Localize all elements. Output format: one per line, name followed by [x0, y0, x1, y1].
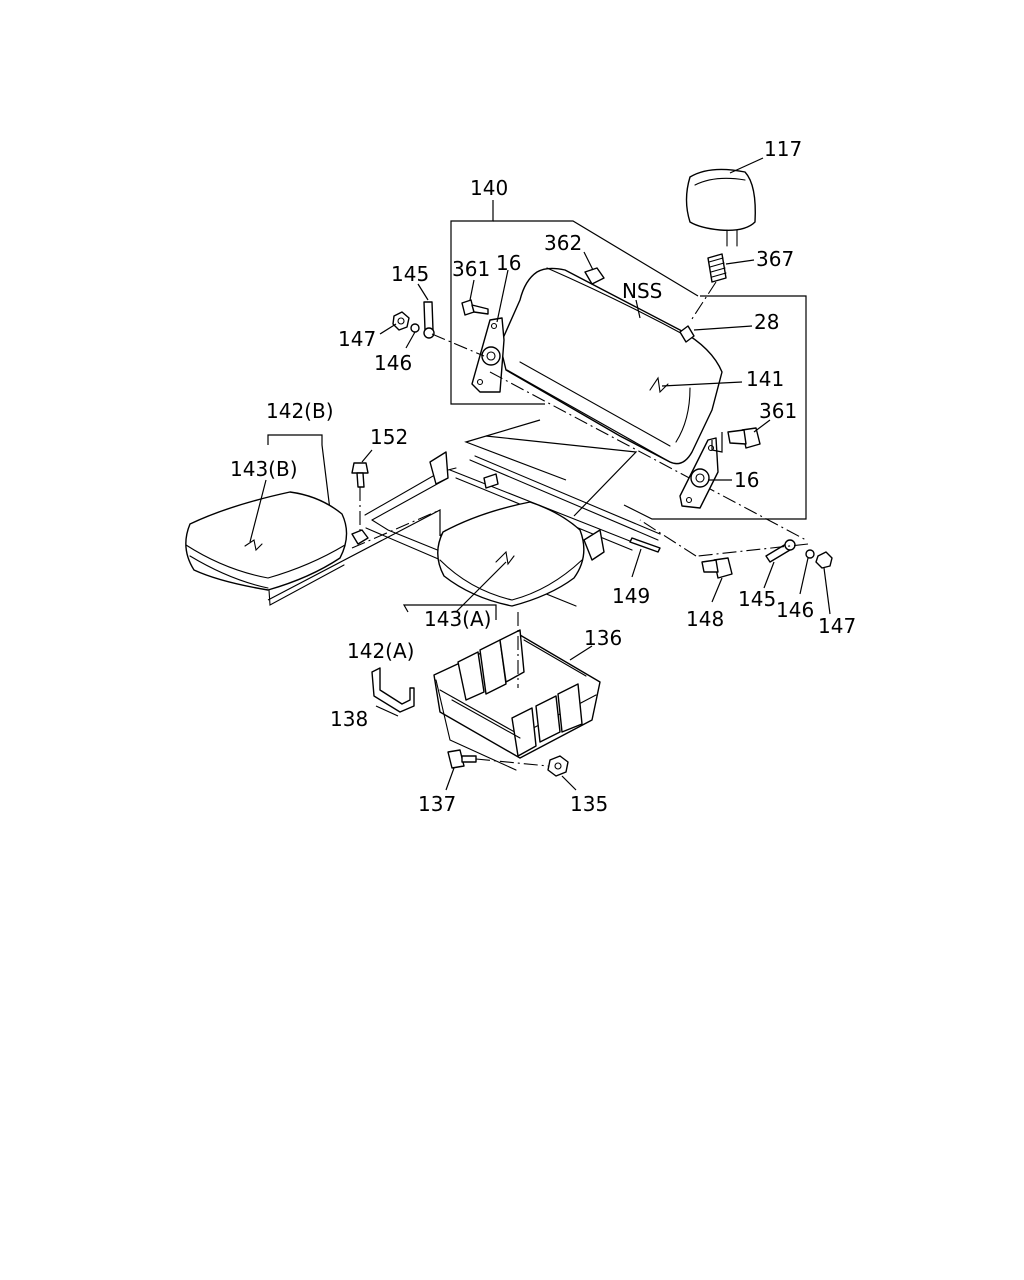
nut-147-right	[815, 551, 833, 569]
label-152: 152	[370, 425, 408, 449]
label-16-left: 16	[496, 251, 521, 275]
pin-145-right	[765, 539, 796, 563]
bracket-140-right	[493, 220, 699, 297]
label-nss: NSS	[622, 279, 662, 303]
label-138: 138	[330, 707, 368, 731]
hinge-right	[679, 437, 719, 509]
label-117: 117	[764, 137, 802, 161]
label-143b: 143(B)	[230, 457, 298, 481]
label-147-left: 147	[338, 327, 376, 351]
nut-135	[547, 755, 569, 777]
label-140: 140	[470, 176, 508, 200]
emblem-141	[649, 376, 669, 394]
label-146-left: 146	[374, 351, 412, 375]
label-142a: 142(A)	[347, 639, 414, 663]
washer-146-left	[410, 323, 420, 333]
bolt-148	[701, 557, 733, 579]
bracket-140	[450, 200, 545, 405]
headrest-guide	[707, 253, 727, 283]
bolt-361-right	[727, 427, 761, 449]
bolt-361-left	[461, 299, 489, 316]
label-136: 136	[584, 626, 622, 650]
headrest	[685, 168, 756, 247]
emblem-143a	[495, 550, 515, 566]
seat-riser-136	[433, 629, 601, 771]
bolt-137	[447, 749, 477, 769]
label-28: 28	[754, 310, 779, 334]
seat-cushion-a	[437, 501, 585, 607]
pin-145-left	[423, 301, 435, 339]
label-149: 149	[612, 584, 650, 608]
label-135: 135	[570, 792, 608, 816]
label-142b: 142(B)	[266, 399, 334, 423]
label-16-right: 16	[734, 468, 759, 492]
label-145-right: 145	[738, 587, 776, 611]
bracket-142b	[267, 434, 331, 511]
seat-cushion-b	[185, 491, 348, 606]
label-143a: 143(A)	[424, 607, 491, 631]
label-145-left: 145	[391, 262, 429, 286]
label-146-right: 146	[776, 598, 814, 622]
bolt-152	[351, 462, 369, 488]
washer-146-right	[805, 549, 815, 559]
label-148: 148	[686, 607, 724, 631]
label-361-left: 361	[452, 257, 490, 281]
label-361-right: 361	[759, 399, 797, 423]
seat-back	[499, 267, 723, 465]
hinge-left	[471, 317, 505, 393]
label-137: 137	[418, 792, 456, 816]
label-147-right: 147	[818, 614, 856, 638]
nut-147-left	[392, 311, 410, 331]
label-141: 141	[746, 367, 784, 391]
label-362: 362	[544, 231, 582, 255]
bracket-nss	[623, 295, 807, 520]
pin-28	[679, 325, 695, 343]
bracket-138	[371, 667, 415, 713]
emblem-143b	[244, 539, 263, 552]
label-367: 367	[756, 247, 794, 271]
